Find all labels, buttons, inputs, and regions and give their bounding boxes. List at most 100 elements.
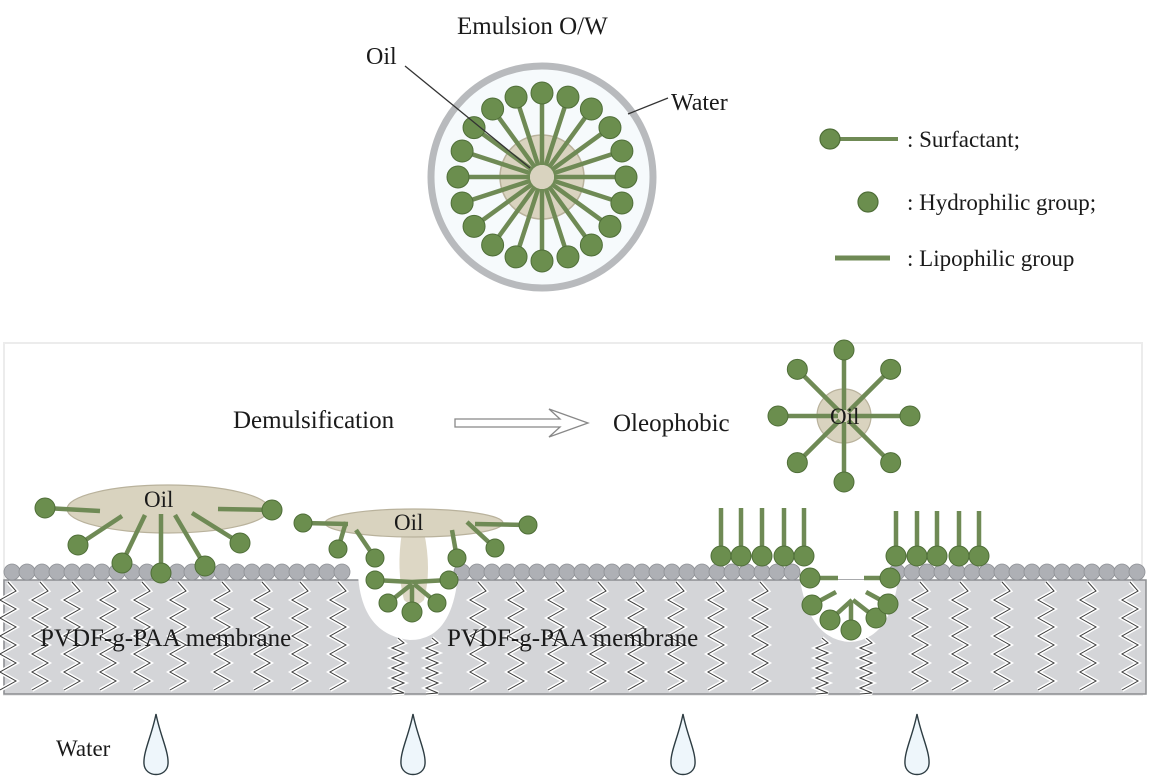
surfactant xyxy=(504,85,541,167)
surface-bead xyxy=(1098,563,1116,581)
lipophilic-tail xyxy=(550,125,612,172)
surface-bead xyxy=(333,563,351,581)
lipophilic-tail xyxy=(472,125,534,172)
surface-bead xyxy=(633,563,651,581)
surfactant xyxy=(481,185,537,257)
surface-bead xyxy=(993,563,1011,581)
lipophilic-tail xyxy=(490,185,537,247)
hydrophilic-head xyxy=(948,545,970,567)
surfactant xyxy=(462,182,534,238)
water-droplets xyxy=(143,713,930,776)
surface-bead xyxy=(918,563,936,581)
surface-bead xyxy=(1068,563,1086,581)
surfactant xyxy=(111,514,148,574)
lipophilic-tail xyxy=(513,96,541,167)
hydrophilic-head xyxy=(793,545,815,567)
hydrophilic-head xyxy=(730,545,752,567)
emulsion-oil-label: Oil xyxy=(366,44,397,70)
hydrophilic-head xyxy=(293,513,313,533)
lipophilic-tail xyxy=(461,178,532,206)
hydrophilic-head xyxy=(328,539,348,559)
polymer-chain-edge xyxy=(706,581,726,691)
surfactant xyxy=(552,139,634,176)
hydrophilic-head xyxy=(801,594,823,616)
hydrophilic-head xyxy=(767,405,789,427)
surface-bead xyxy=(603,563,621,581)
surface-bead xyxy=(78,563,96,581)
surfactant xyxy=(840,602,862,641)
surface-bead xyxy=(543,563,561,581)
polymer-chain-edge xyxy=(666,581,686,691)
polymer-chain-edge xyxy=(506,581,526,691)
hydrophilic-head xyxy=(229,532,251,554)
polymer-chain-edge xyxy=(992,581,1012,691)
hydrophilic-head xyxy=(485,538,505,558)
hydrophilic-head xyxy=(579,97,603,121)
surfactant xyxy=(833,422,855,493)
hydrophilic-head xyxy=(710,545,732,567)
hydrophilic-head xyxy=(833,339,855,361)
surfactant xyxy=(793,508,815,567)
polymer-chain-edge xyxy=(910,581,930,691)
polymer-chain-edge xyxy=(30,581,50,691)
surfactant xyxy=(34,497,101,519)
surface-bead xyxy=(513,563,531,581)
surfactant xyxy=(378,582,414,613)
membrane-label-left: PVDF-g-PAA membrane xyxy=(40,625,291,652)
surfactant xyxy=(773,508,795,567)
surface-bead xyxy=(1038,563,1056,581)
surfactant xyxy=(465,520,505,558)
surface-beads xyxy=(3,563,1146,581)
hydrophilic-head xyxy=(518,515,538,535)
double-arrow-right-icon xyxy=(454,408,590,438)
surface-bead xyxy=(618,563,636,581)
hydrophilic-head xyxy=(877,593,899,615)
surfactant xyxy=(328,521,349,559)
panel-frame xyxy=(3,342,1143,696)
surfactant xyxy=(446,165,530,189)
polymer-chain-edge xyxy=(1078,581,1098,691)
water-droplet-icon xyxy=(670,713,696,776)
surface-bead xyxy=(1083,563,1101,581)
oil-leader-line xyxy=(404,65,531,169)
hydrophilic-head xyxy=(481,233,505,257)
polymer-chain-edge xyxy=(950,581,970,691)
water-droplet-icon xyxy=(143,713,169,776)
polymer-chain-edge xyxy=(626,581,646,691)
surface-bead xyxy=(1053,563,1071,581)
lipophilic-tail xyxy=(513,187,541,258)
surfactant xyxy=(550,116,622,172)
hydrophilic-head xyxy=(751,545,773,567)
surface-bead xyxy=(483,563,501,581)
hydrophilic-head xyxy=(840,619,862,641)
hydrophilic-head xyxy=(439,570,459,590)
hydrophilic-head xyxy=(799,567,821,589)
surfactant xyxy=(67,514,124,556)
surfactant xyxy=(150,514,172,584)
hydrophilic-head xyxy=(450,139,474,163)
surfactant xyxy=(710,508,732,567)
legend: : Surfactant; : Hydrophilic group; : Lip… xyxy=(819,127,1096,271)
lipophilic-tail xyxy=(490,107,537,169)
surfactant xyxy=(786,358,842,414)
hydrophilic-head xyxy=(530,81,554,105)
surface-bead xyxy=(723,563,741,581)
surfactant xyxy=(217,499,283,521)
water-label: Water xyxy=(56,736,111,761)
emulsion-droplet xyxy=(404,62,669,292)
lipophilic-tail xyxy=(543,187,571,258)
polymer-chain-edge xyxy=(750,581,770,691)
surfactant xyxy=(730,508,752,567)
surface-bead xyxy=(213,563,231,581)
surfactant xyxy=(401,585,423,623)
polymer-chain-edge xyxy=(252,581,272,691)
surfactant xyxy=(885,511,907,567)
polymer-chain-edge xyxy=(1120,581,1140,691)
surfactant xyxy=(554,165,638,189)
oil-drop-spreading xyxy=(34,484,283,584)
surfactant xyxy=(474,515,538,535)
hydrophilic-head xyxy=(150,562,172,584)
hydrophilic-head xyxy=(481,97,505,121)
lipophilic-tail xyxy=(547,107,594,169)
hydrophilic-head xyxy=(427,593,447,613)
